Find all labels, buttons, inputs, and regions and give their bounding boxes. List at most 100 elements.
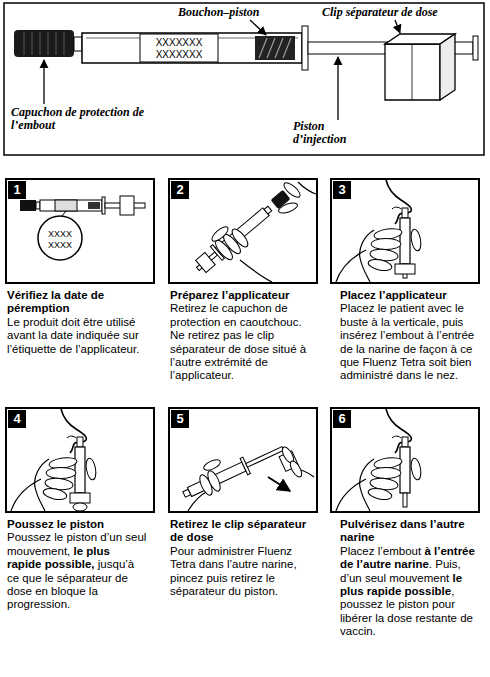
label-marking: XXXXXXX (140, 49, 218, 60)
step-text: Préparez l’applicateurRetirez le capucho… (168, 289, 310, 383)
step-frame: 3 (330, 178, 480, 284)
step-frame: 4 (5, 407, 155, 513)
dose-clip (196, 253, 215, 273)
barrel-label (55, 200, 77, 211)
prepare-scene (192, 181, 316, 282)
step-number: 5 (171, 410, 189, 428)
barrel-flange (302, 26, 308, 70)
step-heading: Placez l’applicateur (340, 289, 480, 302)
step-body: Pour administrer Fluenz Tetra dans l’aut… (170, 545, 310, 599)
leader-arrow (250, 20, 266, 35)
step-body: Le produit doit être utilisé avant la da… (7, 316, 147, 356)
step-heading: Vérifiez la date de péremption (7, 289, 147, 316)
label-marking: XXXX (38, 240, 82, 250)
leader-arrow (337, 57, 338, 120)
stopper-ridges (259, 38, 291, 58)
step-number: 1 (8, 181, 26, 199)
step-number-text: 6 (338, 411, 345, 426)
part-label: Bouchon–piston (178, 6, 278, 19)
plunger-stopper (255, 36, 295, 60)
step-frame: 1 (5, 178, 155, 284)
top-frame (4, 3, 484, 155)
magnifier-leader (62, 211, 66, 216)
step-body: Retirez le capuchon de protection en cao… (170, 302, 310, 382)
thumb (73, 503, 87, 511)
nozzle (264, 206, 272, 214)
thumb (277, 201, 299, 215)
thumb (202, 458, 222, 473)
step-number-text: 3 (338, 182, 345, 197)
part-label: Piston d’injection (293, 120, 355, 146)
protective-cap (20, 200, 36, 211)
thumb (210, 225, 230, 244)
magnifier-circle (38, 216, 82, 260)
dose-clip-slot (412, 44, 413, 100)
plunger-rod (246, 447, 284, 468)
step-body-text: Placez l’embout (340, 545, 421, 557)
step-number-text: 2 (176, 182, 183, 197)
step-panel: 5Retirez le clip séparateur de dosePour … (168, 407, 318, 598)
step-body: Placez l’emboutà l’entrée de l’autre nar… (340, 545, 480, 639)
step-panel: 6Pulvérisez dans l’autre narinePlacez l’… (330, 407, 480, 639)
step-number: 4 (8, 410, 26, 428)
finger (282, 181, 302, 200)
cap-ridges (24, 32, 64, 55)
barrel (82, 33, 302, 63)
leader-arrow (395, 20, 400, 33)
direction-arrow (268, 477, 290, 491)
nozzle (36, 202, 40, 209)
hand-outline (188, 491, 208, 511)
hand-outline (240, 260, 272, 282)
clip-removal-scene (180, 437, 314, 514)
dose-clip (70, 493, 90, 503)
leader-arrow (43, 60, 44, 104)
step-body-text: Retirez le capuchon de protection en cao… (170, 302, 306, 381)
step-number-text: 5 (176, 411, 183, 426)
step-panel: 2Préparez l’applicateurRetirez le capuch… (168, 178, 318, 383)
hand-outline (298, 182, 316, 194)
thumb (288, 459, 304, 479)
step-frame: 6 (330, 407, 480, 513)
step-text: Retirez le clip séparateur de dosePour a… (168, 518, 310, 598)
part-label: Capuchon de protection de l’embout (11, 106, 146, 132)
finger (205, 469, 222, 493)
step-body-text: Placez le patient avec le buste à la ver… (340, 302, 474, 381)
step-body-text: Le produit doit être utilisé avant la da… (7, 316, 139, 355)
step-text: Vérifiez la date de péremptionLe produit… (5, 289, 147, 356)
step-frame: 2 (168, 178, 318, 284)
applicator (192, 187, 292, 275)
step-text: Poussez le pistonPoussez le piston d’un … (5, 518, 147, 612)
step-text: Placez l’applicateurPlacez le patient av… (330, 289, 480, 383)
step-text: Pulvérisez dans l’autre narinePlacez l’e… (330, 518, 480, 639)
dose-clip (385, 44, 440, 100)
finger (229, 227, 250, 250)
label-marking: XXXX (38, 229, 82, 239)
step-heading: Poussez le piston (7, 518, 147, 531)
step-panel: 1Vérifiez la date de péremptionLe produi… (5, 178, 155, 356)
rod-end (473, 36, 478, 60)
step-number: 3 (333, 181, 351, 199)
step-body-text: Pour administrer Fluenz Tetra dans l’aut… (170, 545, 297, 597)
barrel (40, 200, 102, 211)
applicator (180, 437, 298, 514)
plunger-stopper (88, 202, 100, 209)
barrel-label (140, 34, 218, 62)
step-body: Placez le patient avec le buste à la ver… (340, 302, 480, 382)
dose-clip-side (440, 34, 455, 100)
step-number: 6 (333, 410, 351, 428)
protective-cap (14, 30, 74, 57)
step-panel: 4Poussez le pistonPoussez le piston d’un… (5, 407, 155, 612)
step-number: 2 (171, 181, 189, 199)
step-heading: Pulvérisez dans l’autre narine (340, 518, 480, 545)
label-marking: XXXXXXX (140, 37, 218, 48)
step-panel: 3Placez l’applicateurPlacez le patient a… (330, 178, 480, 383)
dose-clip (120, 196, 134, 215)
step-body: Poussez le piston d’un seul mouvement,le… (7, 531, 147, 611)
dose-clip (395, 264, 415, 274)
step-number-text: 1 (13, 182, 20, 197)
step-frame: 5 (168, 407, 318, 513)
part-label: Clip séparateur de dose (322, 6, 482, 19)
step-heading: Retirez le clip séparateur de dose (170, 518, 310, 545)
step-number-text: 4 (13, 411, 20, 426)
